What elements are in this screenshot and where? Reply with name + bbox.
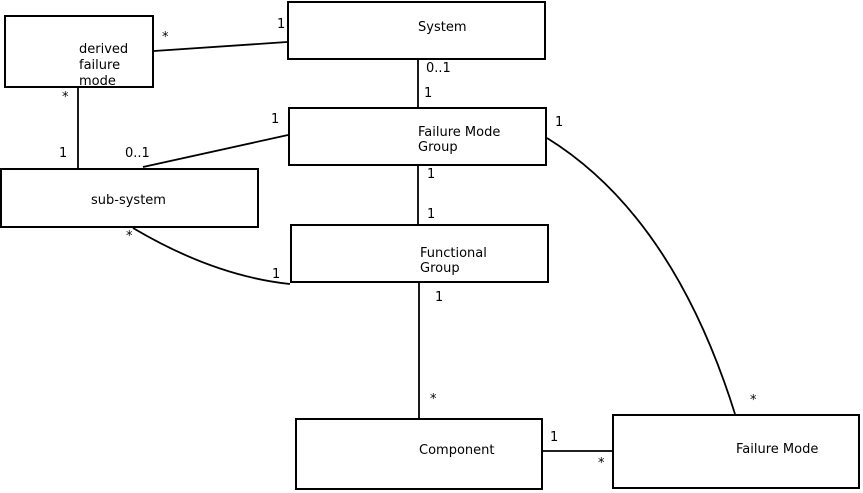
- node-component: Component: [295, 418, 543, 490]
- multiplicity-sub-system-functional-group-near-sub-system: *: [126, 229, 133, 244]
- node-system-label: System: [418, 20, 466, 36]
- multiplicity-derived-failure-mode-system-near-derived: *: [162, 30, 169, 45]
- multiplicity-derived-failure-mode-sub-system-near-sub-system: 1: [59, 146, 68, 161]
- node-derived-failure-mode: derived failure mode: [4, 15, 154, 90]
- node-label-line: derived: [79, 42, 129, 57]
- node-failure-mode-group: Failure Mode Group: [288, 107, 547, 166]
- node-component-label: Component: [419, 443, 494, 459]
- multiplicity-component-failure-mode-near-fm: *: [598, 456, 605, 471]
- multiplicity-failure-mode-group-functional-group-near-fmg: 1: [427, 167, 436, 182]
- multiplicity-derived-failure-mode-sub-system-near-derived: *: [62, 90, 69, 105]
- node-functional-group-label: Functional Group: [420, 246, 487, 276]
- edge-derived-failure-mode-to-system: [153, 41, 288, 52]
- multiplicity-functional-group-component-near-component: *: [430, 392, 437, 407]
- node-sub-system-label: sub-system: [91, 193, 166, 209]
- multiplicity-sub-system-failure-mode-group-near-group: 1: [271, 112, 280, 127]
- node-functional-group: Functional Group: [290, 224, 549, 283]
- node-label-line: Functional: [420, 246, 487, 261]
- multiplicity-sub-system-functional-group-near-fg: 1: [272, 267, 281, 282]
- node-label-line: failure: [79, 58, 121, 73]
- multiplicity-failure-mode-group-failure-mode-near-fm: *: [750, 393, 757, 408]
- node-failure-mode-group-label: Failure Mode Group: [418, 125, 500, 155]
- multiplicity-system-failure-mode-group-near-system: 0..1: [426, 61, 451, 76]
- multiplicity-failure-mode-group-failure-mode-near-fmg: 1: [555, 115, 564, 130]
- node-label-line: Group: [420, 261, 460, 276]
- edge-failure-mode-group-to-failure-mode: [546, 137, 736, 415]
- node-label-line: mode: [79, 74, 116, 89]
- node-label-line: Failure Mode: [418, 125, 501, 140]
- multiplicity-system-failure-mode-group-near-group: 1: [424, 86, 433, 101]
- node-sub-system: sub-system: [0, 168, 259, 228]
- edge-sub-system-to-functional-group: [132, 227, 291, 285]
- multiplicity-derived-failure-mode-system-near-system: 1: [277, 17, 286, 32]
- node-system: System: [287, 1, 546, 60]
- multiplicity-functional-group-component-near-fg: 1: [435, 290, 444, 305]
- node-label-line: Component: [419, 443, 495, 458]
- multiplicity-failure-mode-group-functional-group-near-fg: 1: [427, 207, 436, 222]
- multiplicity-component-failure-mode-near-component: 1: [550, 430, 559, 445]
- edge-sub-system-to-failure-mode-group: [142, 134, 289, 168]
- node-label-line: Group: [418, 140, 458, 155]
- node-failure-mode-label: Failure Mode: [736, 442, 818, 458]
- node-label-line: Failure Mode: [736, 442, 819, 457]
- node-derived-failure-mode-label: derived failure mode: [79, 42, 128, 90]
- multiplicity-sub-system-failure-mode-group-near-sub-system: 0..1: [125, 146, 150, 161]
- node-failure-mode: Failure Mode: [612, 414, 860, 489]
- node-label-line: sub-system: [91, 193, 166, 208]
- node-label-line: System: [418, 20, 467, 35]
